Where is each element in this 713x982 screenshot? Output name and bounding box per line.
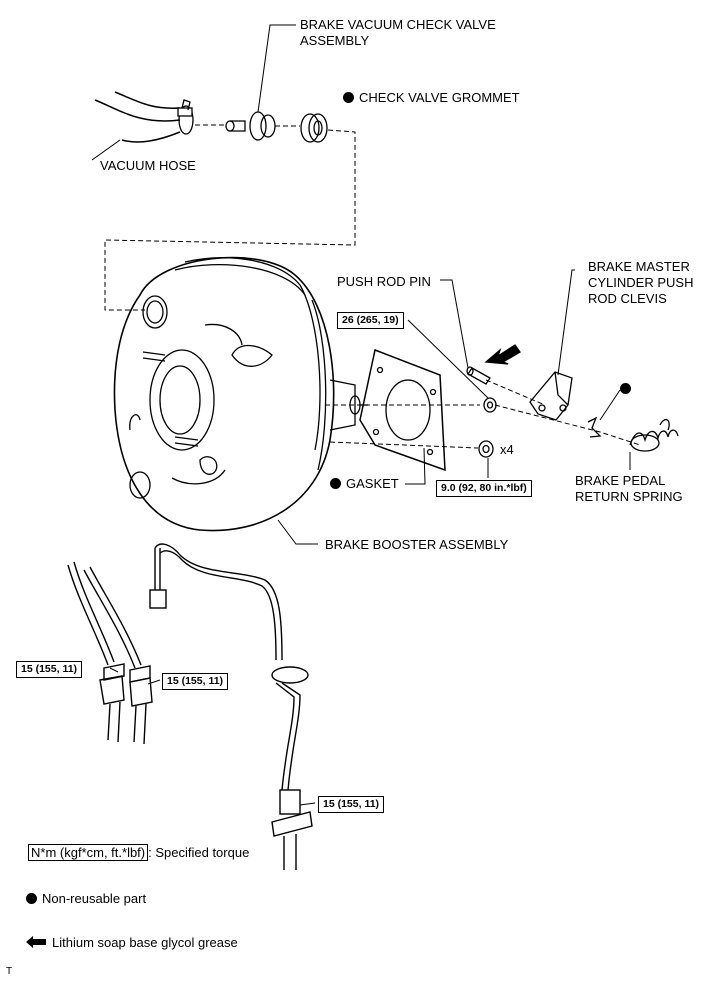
label-qty: x4: [500, 442, 514, 457]
label-gasket-text: GASKET: [346, 476, 399, 491]
leader-lines: [91, 24, 631, 806]
brake-booster: [113, 256, 368, 532]
torque-line-mid: 15 (155, 11): [162, 673, 229, 690]
brake-lines-left: [67, 561, 153, 745]
booster-nut: [478, 440, 494, 458]
non-reusable-icon: [26, 893, 37, 904]
vacuum-hose: [94, 91, 194, 143]
dashed-guide-lines: [104, 124, 641, 449]
grease-arrow-icon: [484, 344, 521, 365]
torque-booster-nuts: 9.0 (92, 80 in.*lbf): [436, 480, 532, 497]
label-vacuum-hose: VACUUM HOSE: [100, 158, 196, 173]
legend-torque-box: N*m (kgf*cm, ft.*lbf): [28, 844, 149, 861]
legend-grease: Lithium soap base glycol grease: [26, 935, 238, 951]
legend-non-reusable: Non-reusable part: [26, 891, 146, 907]
label-booster: BRAKE BOOSTER ASSEMBLY: [325, 537, 509, 552]
torque-line-bottom: 15 (155, 11): [318, 796, 385, 813]
legend-grease-text: Lithium soap base glycol grease: [52, 935, 238, 950]
torque-push-rod-nut: 26 (265, 19): [337, 312, 404, 329]
corner-mark: T: [6, 966, 13, 977]
brake-line-right: [149, 543, 313, 870]
label-gasket: GASKET: [330, 476, 399, 492]
label-clip-nonreusable: [620, 381, 636, 397]
label-push-rod-pin: PUSH ROD PIN: [337, 274, 431, 289]
non-reusable-icon: [330, 478, 341, 489]
return-spring: [629, 418, 679, 452]
non-reusable-icon: [343, 92, 354, 103]
label-clevis: BRAKE MASTER CYLINDER PUSH ROD CLEVIS: [588, 259, 694, 306]
check-valve-grommet: [300, 113, 328, 143]
grease-arrow-icon: [26, 936, 46, 948]
legend-torque-text: : Specified torque: [148, 845, 250, 860]
non-reusable-icon: [620, 383, 631, 394]
gasket: [359, 348, 446, 472]
check-valve-assembly: [225, 111, 276, 141]
label-grommet-text: CHECK VALVE GROMMET: [359, 90, 520, 105]
clip: [587, 416, 602, 438]
legend-non-reusable-text: Non-reusable part: [42, 891, 147, 906]
label-return-spring: BRAKE PEDAL RETURN SPRING: [575, 473, 683, 504]
legend-torque: N*m (kgf*cm, ft.*lbf): Specified torque: [28, 844, 250, 861]
torque-line-left: 15 (155, 11): [16, 661, 83, 678]
label-grommet: CHECK VALVE GROMMET: [343, 90, 520, 106]
push-rod-clevis: [529, 371, 573, 421]
push-rod-nut: [483, 397, 497, 413]
label-check-valve: BRAKE VACUUM CHECK VALVE ASSEMBLY: [300, 17, 496, 48]
push-rod-pin: [466, 366, 491, 385]
